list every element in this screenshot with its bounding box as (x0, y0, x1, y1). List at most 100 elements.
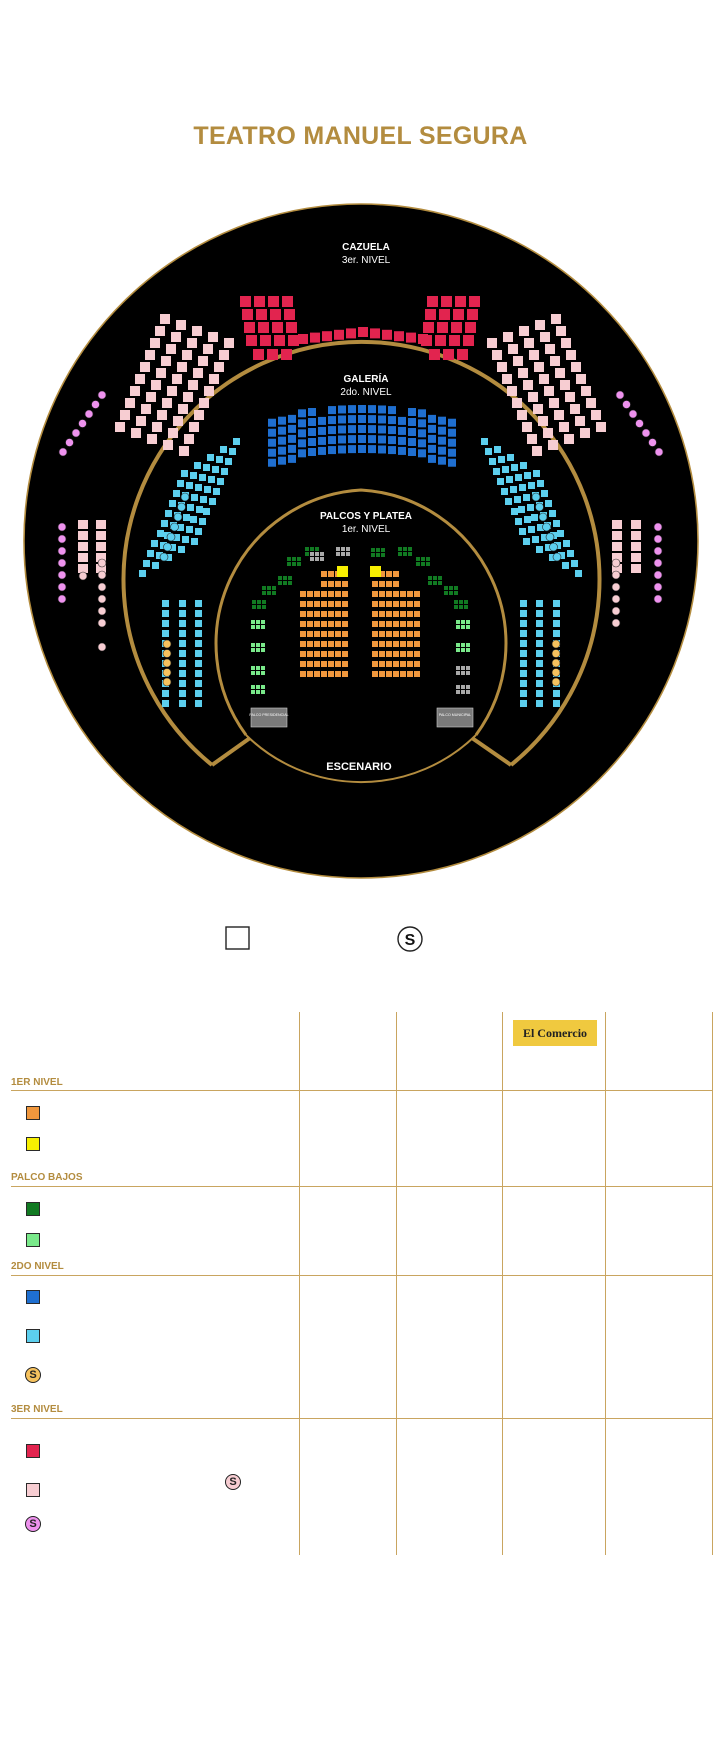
seat-platea[interactable] (307, 641, 313, 647)
seat-galeria-cyan[interactable] (161, 520, 168, 527)
seat-galeria-cyan[interactable] (541, 534, 548, 541)
seat-galeria-cyan[interactable] (195, 528, 202, 535)
seat-palco-green[interactable] (262, 605, 266, 609)
seat-platea[interactable] (300, 661, 306, 667)
seat-cazuela-red[interactable] (457, 349, 468, 360)
seat-palco-light-green[interactable] (251, 625, 255, 629)
seat-platea[interactable] (328, 631, 334, 637)
seat-cazuela-pink[interactable] (209, 374, 219, 384)
seat-cazuela-pink[interactable] (539, 374, 549, 384)
seat-galeria-blue[interactable] (288, 424, 296, 433)
seat-cazuela-pink[interactable] (199, 398, 209, 408)
seat-palco-green[interactable] (267, 586, 271, 590)
seat-cazuela-pink[interactable] (135, 374, 145, 384)
seat-galeria-cyan[interactable] (536, 650, 543, 657)
seat-platea[interactable] (379, 621, 385, 627)
seat-platea[interactable] (307, 651, 313, 657)
seat-palco-light-green[interactable] (251, 690, 255, 694)
seat-galeria-cyan[interactable] (518, 506, 525, 513)
seat-galeria-blue[interactable] (348, 435, 356, 444)
seat-platea[interactable] (379, 641, 385, 647)
seat-galeria-cyan[interactable] (204, 486, 211, 493)
seat-platea[interactable] (300, 651, 306, 657)
seat-cazuela-coin[interactable] (78, 419, 87, 428)
seat-galeria-blue[interactable] (308, 418, 316, 426)
seat-galeria-blue[interactable] (378, 425, 386, 434)
seat-galeria-cyan[interactable] (156, 552, 163, 559)
seat-galeria-cyan[interactable] (179, 620, 186, 627)
seat-cazuela-coin[interactable] (84, 409, 94, 419)
seat-cazuela-pink-coin[interactable] (78, 571, 88, 581)
seat-galeria-blue[interactable] (438, 426, 446, 435)
seat-cazuela-pink-coin[interactable] (611, 618, 621, 628)
seat-cazuela-red[interactable] (469, 296, 480, 307)
seat-cazuela-red[interactable] (260, 335, 271, 346)
seat-palco-light-green[interactable] (466, 648, 470, 652)
seat-galeria-cyan[interactable] (195, 600, 202, 607)
seat-cazuela-coin[interactable] (57, 546, 67, 556)
seat-palco-green[interactable] (438, 576, 442, 580)
seat-palco-light-green[interactable] (456, 620, 460, 624)
seat-galeria-cyan[interactable] (179, 670, 186, 677)
seat-galeria-cyan[interactable] (178, 546, 185, 553)
seat-galeria-blue[interactable] (358, 405, 366, 413)
seat-galeria-blue[interactable] (398, 446, 406, 455)
seat-platea[interactable] (414, 611, 420, 617)
seat-palco-gray[interactable] (466, 666, 470, 670)
seat-galeria-blue[interactable] (288, 454, 296, 463)
seat-galeria-blue[interactable] (418, 429, 426, 438)
seat-galeria-cyan[interactable] (186, 482, 193, 489)
seat-galeria-blue[interactable] (418, 449, 426, 458)
seat-galeria-coin[interactable] (549, 542, 558, 552)
seat-galeria-cyan[interactable] (196, 506, 203, 513)
seat-cazuela-coin[interactable] (628, 409, 638, 419)
seat-platea[interactable] (372, 601, 378, 607)
seat-galeria-cyan[interactable] (510, 486, 517, 493)
seat-galeria-cyan[interactable] (179, 600, 186, 607)
seat-cazuela-pink[interactable] (156, 368, 166, 378)
seat-galeria-cyan[interactable] (213, 488, 220, 495)
seat-galeria-coin[interactable] (177, 502, 186, 512)
seat-cazuela-pink[interactable] (580, 428, 590, 438)
seat-platea[interactable] (407, 661, 413, 667)
seat-platea[interactable] (386, 651, 392, 657)
seat-palco-light-green[interactable] (261, 625, 265, 629)
seat-cazuela-pink[interactable] (533, 404, 543, 414)
seat-galeria-coin[interactable] (170, 522, 179, 532)
seat-galeria-cyan[interactable] (165, 510, 172, 517)
seat-cazuela-coin[interactable] (57, 570, 67, 580)
seat-cazuela-pink-coin[interactable] (97, 570, 107, 580)
seat-galeria-cyan[interactable] (536, 670, 543, 677)
seat-platea[interactable] (307, 671, 313, 677)
seat-galeria-cyan[interactable] (195, 700, 202, 707)
seat-cazuela-pink[interactable] (96, 542, 106, 551)
seat-cazuela-pink[interactable] (172, 374, 182, 384)
seat-cazuela-red[interactable] (453, 309, 464, 320)
seat-palco-light-green[interactable] (251, 666, 255, 670)
seat-galeria-cyan[interactable] (536, 546, 543, 553)
seat-galeria-cyan[interactable] (533, 470, 540, 477)
seat-galeria-coin[interactable] (173, 512, 183, 522)
seat-galeria-cyan[interactable] (216, 456, 223, 463)
seat-cazuela-coin[interactable] (653, 594, 663, 604)
seat-platea[interactable] (342, 601, 348, 607)
seat-galeria-cyan[interactable] (531, 514, 538, 521)
seat-galeria-cyan[interactable] (536, 620, 543, 627)
seat-cazuela-red[interactable] (322, 331, 332, 342)
seat-galeria-coin[interactable] (159, 552, 169, 562)
seat-cazuela-pink[interactable] (140, 362, 150, 372)
seat-galeria-cyan[interactable] (553, 610, 560, 617)
seat-palco-green[interactable] (438, 581, 442, 585)
seat-platea[interactable] (386, 661, 392, 667)
seat-galeria-cyan[interactable] (208, 476, 215, 483)
seat-galeria-cyan[interactable] (173, 534, 180, 541)
seat-cazuela-pink[interactable] (522, 422, 532, 432)
seat-galeria-cyan[interactable] (498, 456, 505, 463)
seat-cazuela-pink[interactable] (224, 338, 234, 348)
seat-galeria-blue[interactable] (448, 428, 456, 437)
seat-cazuela-red[interactable] (423, 322, 434, 333)
seat-galeria-blue[interactable] (278, 456, 286, 465)
seat-galeria-cyan[interactable] (520, 640, 527, 647)
seat-galeria-cyan[interactable] (502, 466, 509, 473)
seat-galeria-blue[interactable] (398, 436, 406, 445)
